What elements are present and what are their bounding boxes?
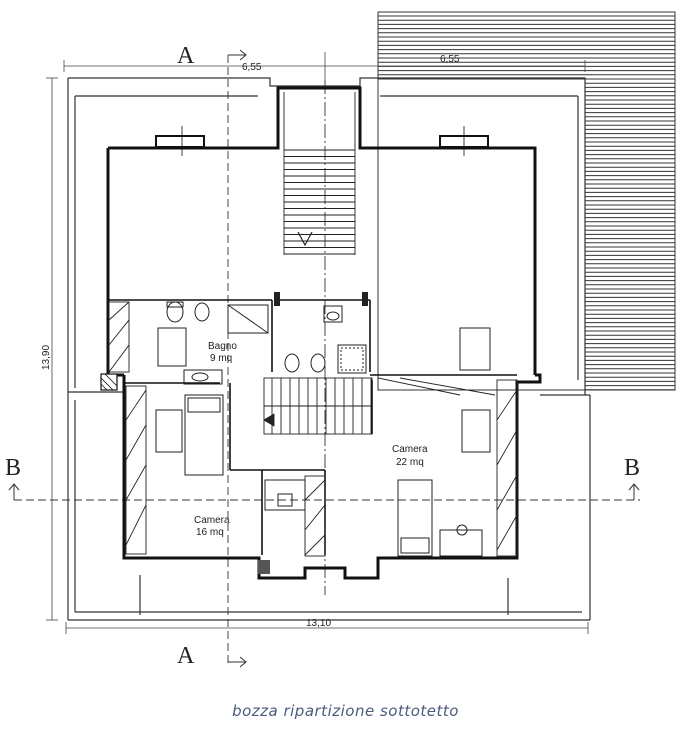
inner-staircase bbox=[263, 377, 373, 435]
room-label-camera-16: Camera bbox=[194, 515, 230, 526]
dimension-bottom: 13,10 bbox=[306, 618, 331, 629]
section-mark-right: B bbox=[624, 455, 640, 481]
dimension-top-right: 6,55 bbox=[440, 54, 460, 65]
main-staircase bbox=[283, 92, 356, 255]
caption: bozza ripartizione sottotetto bbox=[232, 702, 459, 720]
dimension-left: 13,90 bbox=[41, 345, 52, 370]
roof-hatching bbox=[377, 11, 676, 391]
section-arrows bbox=[8, 49, 640, 668]
room-area-bagno: 9 mq bbox=[210, 353, 232, 364]
bathroom-fixtures bbox=[157, 301, 367, 385]
room-label-camera-22: Camera bbox=[392, 444, 428, 455]
main-walls bbox=[106, 86, 542, 580]
wall-hatch-block-left bbox=[100, 373, 270, 574]
section-mark-bottom: A bbox=[177, 643, 195, 669]
room-label-bagno: Bagno bbox=[208, 341, 237, 352]
partitions bbox=[108, 299, 517, 555]
furniture bbox=[155, 327, 491, 557]
dimension-top-left: 6,55 bbox=[242, 62, 262, 73]
section-mark-top: A bbox=[177, 43, 195, 69]
wall-stubs bbox=[274, 292, 368, 306]
chimneys bbox=[155, 126, 489, 156]
dimension-lines bbox=[46, 52, 589, 634]
room-area-camera-16: 16 mq bbox=[196, 527, 224, 538]
section-mark-left: B bbox=[5, 455, 21, 481]
wardrobes bbox=[108, 301, 518, 557]
room-area-camera-22: 22 mq bbox=[396, 457, 424, 468]
outer-perimeter bbox=[67, 77, 591, 621]
